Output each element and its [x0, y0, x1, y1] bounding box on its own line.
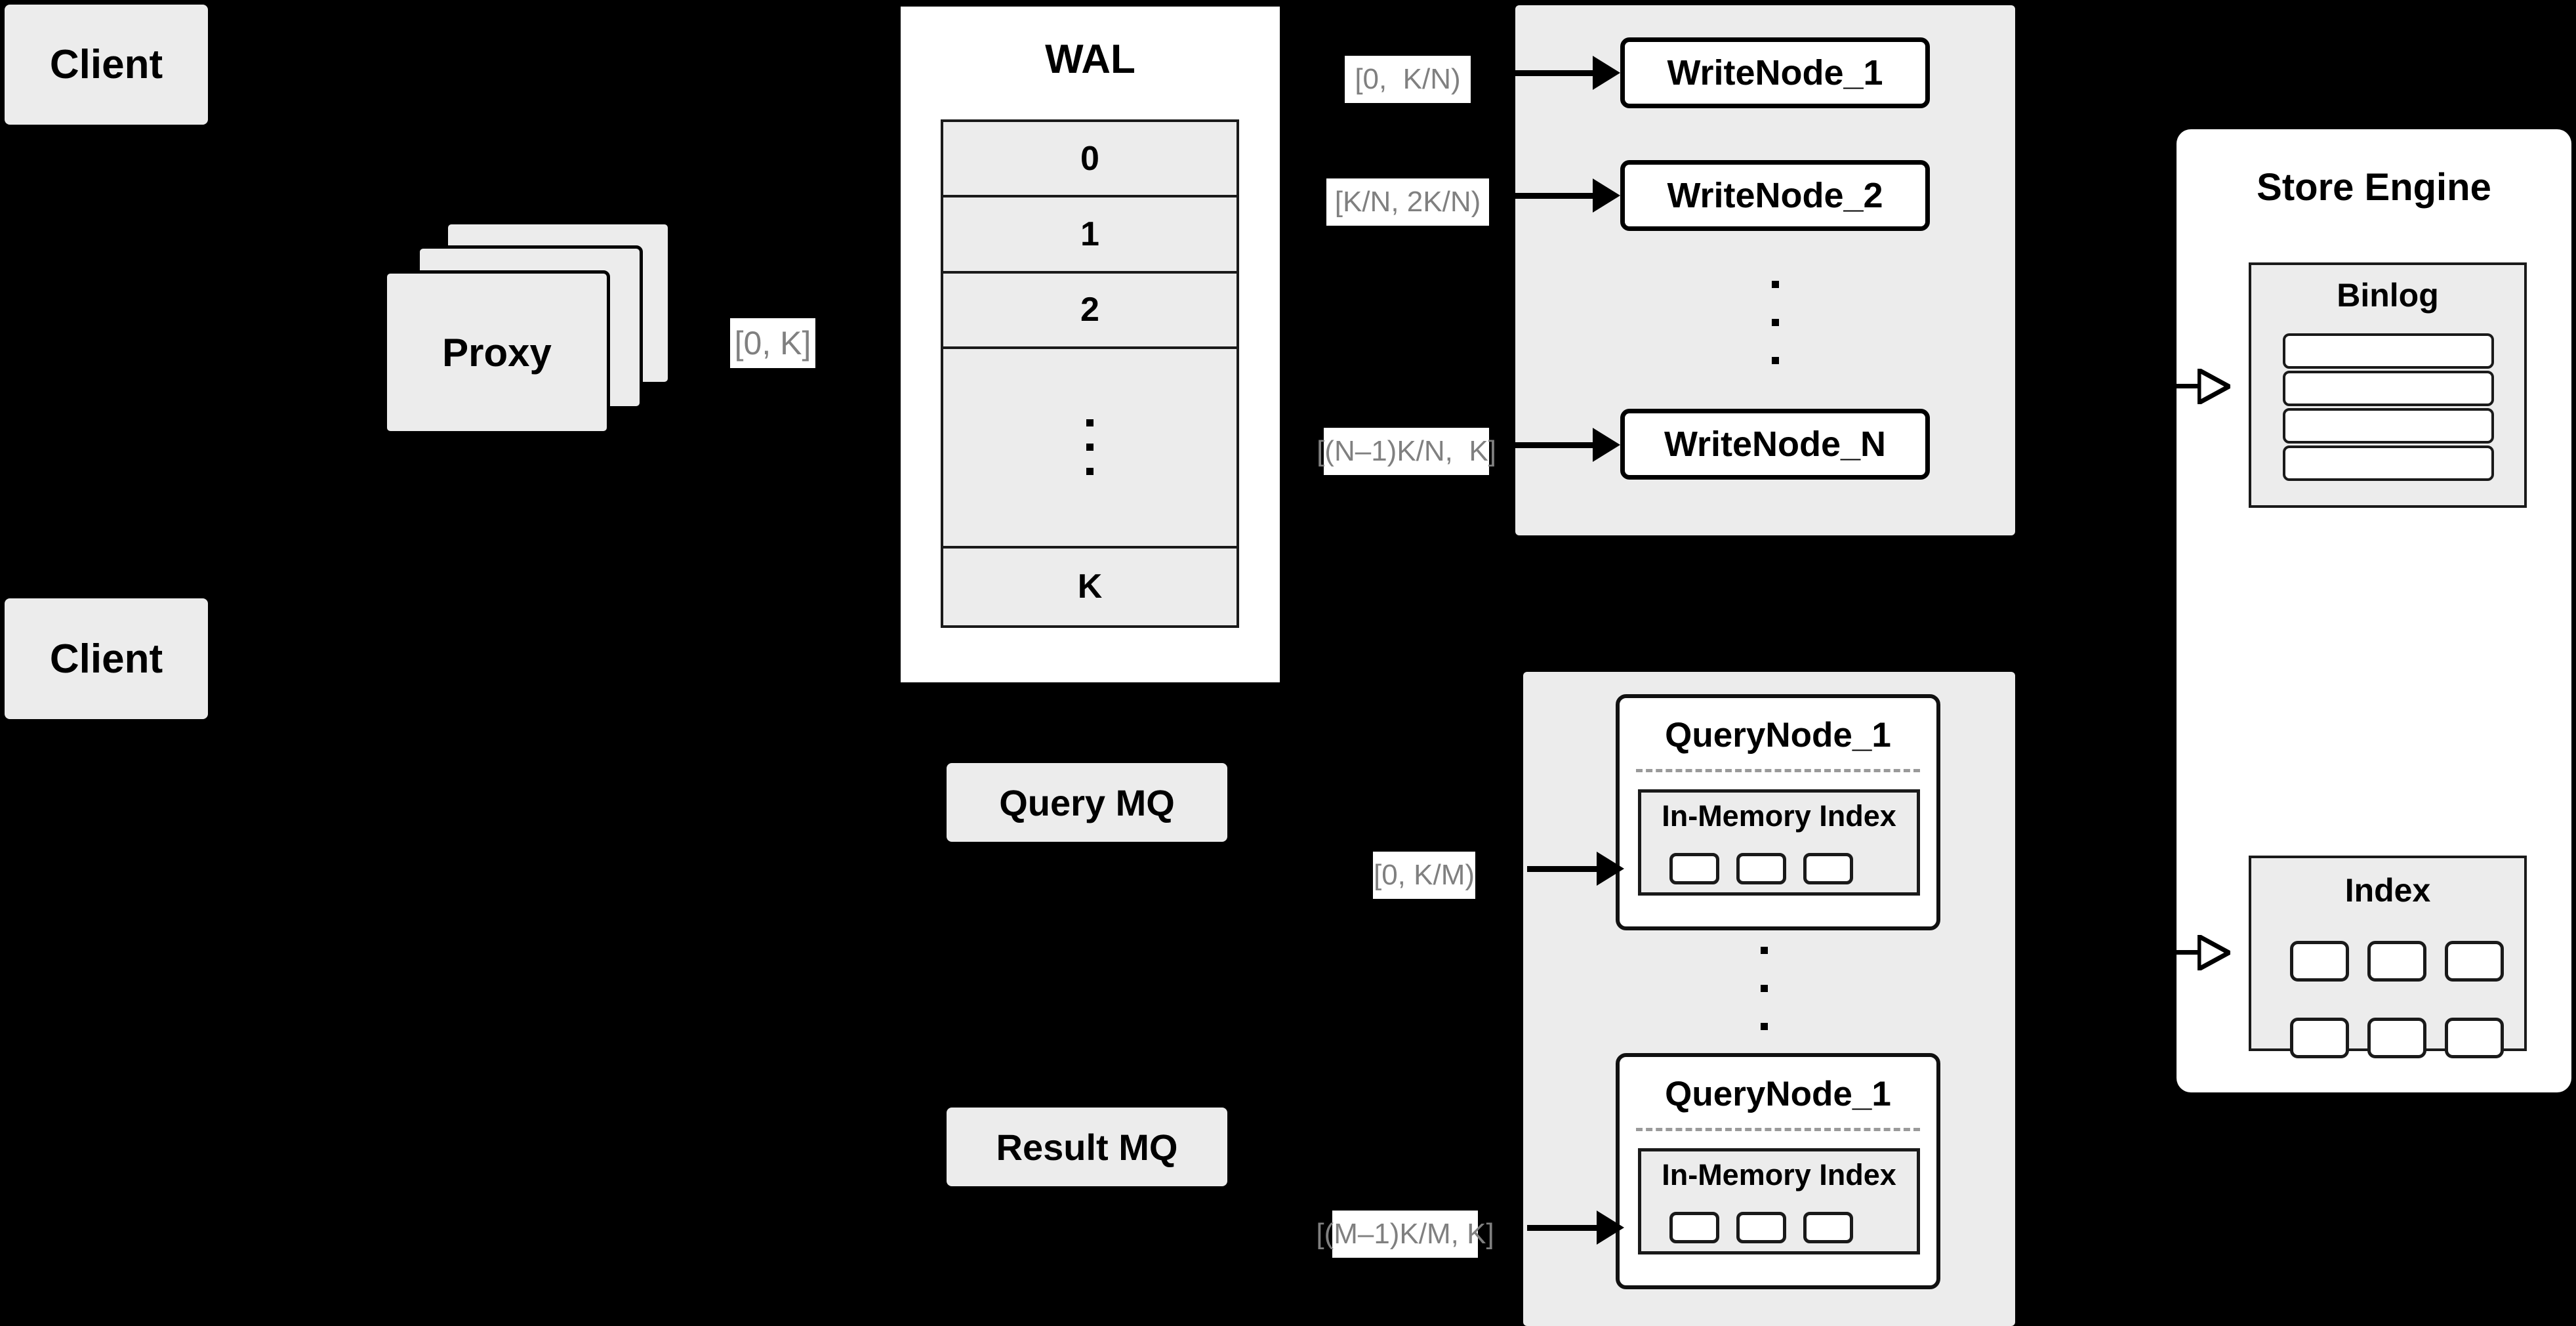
wal-cell-list: 0 1 2 K: [941, 119, 1239, 628]
edge-label-querynode-m: [(M–1)K/M, K]: [1316, 1211, 1494, 1258]
binlog-row[interactable]: [2283, 333, 2494, 369]
query-node-1-title: QueryNode_1: [1665, 716, 1891, 755]
query-node-1-divider: [1636, 769, 1920, 772]
index-cell[interactable]: [2290, 941, 2349, 982]
ellipsis-dot: [1086, 468, 1094, 476]
binlog-title: Binlog: [2337, 277, 2439, 314]
arrow-line-querynode-m: [1527, 1225, 1616, 1231]
write-node-n[interactable]: WriteNode_N: [1620, 409, 1930, 480]
arrow-head-binlog-open-icon: [2198, 369, 2230, 404]
ellipsis-dot: [1086, 444, 1094, 451]
client-label-2: Client: [49, 636, 163, 682]
arrow-line-writenode-1: [1514, 70, 1612, 76]
wal-cell[interactable]: 0: [943, 122, 1237, 198]
write-node-2-label: WriteNode_2: [1667, 176, 1883, 215]
arrow-head-writenode-2: [1593, 178, 1620, 213]
proxy-label: Proxy: [442, 330, 552, 375]
arrow-head-index-open-icon: [2198, 935, 2230, 970]
ellipsis-dot: [1760, 1023, 1768, 1030]
edge-label-querynode-1: [0, K/M): [1373, 852, 1475, 899]
proxy-box[interactable]: Proxy: [384, 270, 610, 434]
query-node-m-divider: [1636, 1128, 1920, 1131]
query-mq-box[interactable]: Query MQ: [947, 763, 1227, 842]
index-cell[interactable]: [2445, 941, 2504, 982]
in-memory-index-cell[interactable]: [1669, 1212, 1719, 1243]
result-mq-box[interactable]: Result MQ: [947, 1108, 1227, 1186]
in-memory-index-cell[interactable]: [1803, 1212, 1853, 1243]
ellipsis-dot: [1760, 947, 1768, 954]
arrow-line-index: [2169, 950, 2199, 955]
query-node-m-title: QueryNode_1: [1665, 1075, 1891, 1113]
arrow-line-writenode-n: [1514, 442, 1612, 448]
client-label-1: Client: [49, 42, 163, 87]
write-node-1[interactable]: WriteNode_1: [1620, 37, 1930, 108]
wal-title: WAL: [1045, 37, 1135, 82]
wal-cell[interactable]: K: [943, 548, 1237, 625]
index-cell[interactable]: [2367, 941, 2426, 982]
arrow-head-writenode-n: [1593, 428, 1620, 462]
in-memory-index-cell[interactable]: [1669, 853, 1719, 884]
edge-label-writenode-n: [(N–1)K/N, K]: [1317, 428, 1496, 475]
query-node-ellipsis: [1760, 947, 1768, 1030]
write-node-1-label: WriteNode_1: [1667, 53, 1883, 93]
edge-label-writenode-1: [0, K/N): [1345, 56, 1471, 103]
in-memory-index-cell[interactable]: [1803, 853, 1853, 884]
arrow-line-binlog: [2169, 384, 2199, 388]
index-cell[interactable]: [2445, 1018, 2504, 1058]
wal-cell[interactable]: 2: [943, 273, 1237, 349]
binlog-row[interactable]: [2283, 445, 2494, 481]
arrow-head-querynode-m: [1597, 1211, 1624, 1245]
edge-label-proxy-to-wal: [0, K]: [730, 318, 815, 368]
edge-label-writenode-2: [K/N, 2K/N): [1326, 178, 1489, 226]
binlog-row[interactable]: [2283, 371, 2494, 406]
client-box-2[interactable]: Client: [5, 598, 208, 719]
arrow-head-writenode-1: [1593, 56, 1620, 90]
result-mq-label: Result MQ: [996, 1126, 1178, 1168]
index-cell[interactable]: [2367, 1018, 2426, 1058]
client-box-1[interactable]: Client: [5, 5, 208, 125]
query-node-m-in-memory-index-title: In-Memory Index: [1662, 1158, 1896, 1191]
in-memory-index-cell[interactable]: [1736, 1212, 1786, 1243]
query-node-1-in-memory-index-title: In-Memory Index: [1662, 799, 1896, 833]
index-title: Index: [2344, 872, 2431, 909]
ellipsis-dot: [1771, 357, 1779, 364]
ellipsis-dot: [1086, 419, 1094, 427]
index-cell[interactable]: [2290, 1018, 2349, 1058]
store-engine-title: Store Engine: [2257, 166, 2491, 209]
arrow-line-writenode-2: [1514, 193, 1612, 199]
ellipsis-dot: [1771, 319, 1779, 326]
in-memory-index-cell[interactable]: [1736, 853, 1786, 884]
ellipsis-dot: [1760, 985, 1768, 992]
arrow-line-querynode-1: [1527, 866, 1616, 872]
arrow-head-querynode-1: [1597, 852, 1624, 886]
ellipsis-dot: [1771, 281, 1779, 288]
wal-cell[interactable]: 1: [943, 197, 1237, 274]
wal-cell-ellipsis: [943, 348, 1237, 549]
query-mq-label: Query MQ: [999, 781, 1175, 823]
binlog-row[interactable]: [2283, 408, 2494, 444]
write-node-n-label: WriteNode_N: [1664, 425, 1887, 464]
write-node-2[interactable]: WriteNode_2: [1620, 160, 1930, 231]
write-node-ellipsis: [1771, 281, 1779, 364]
